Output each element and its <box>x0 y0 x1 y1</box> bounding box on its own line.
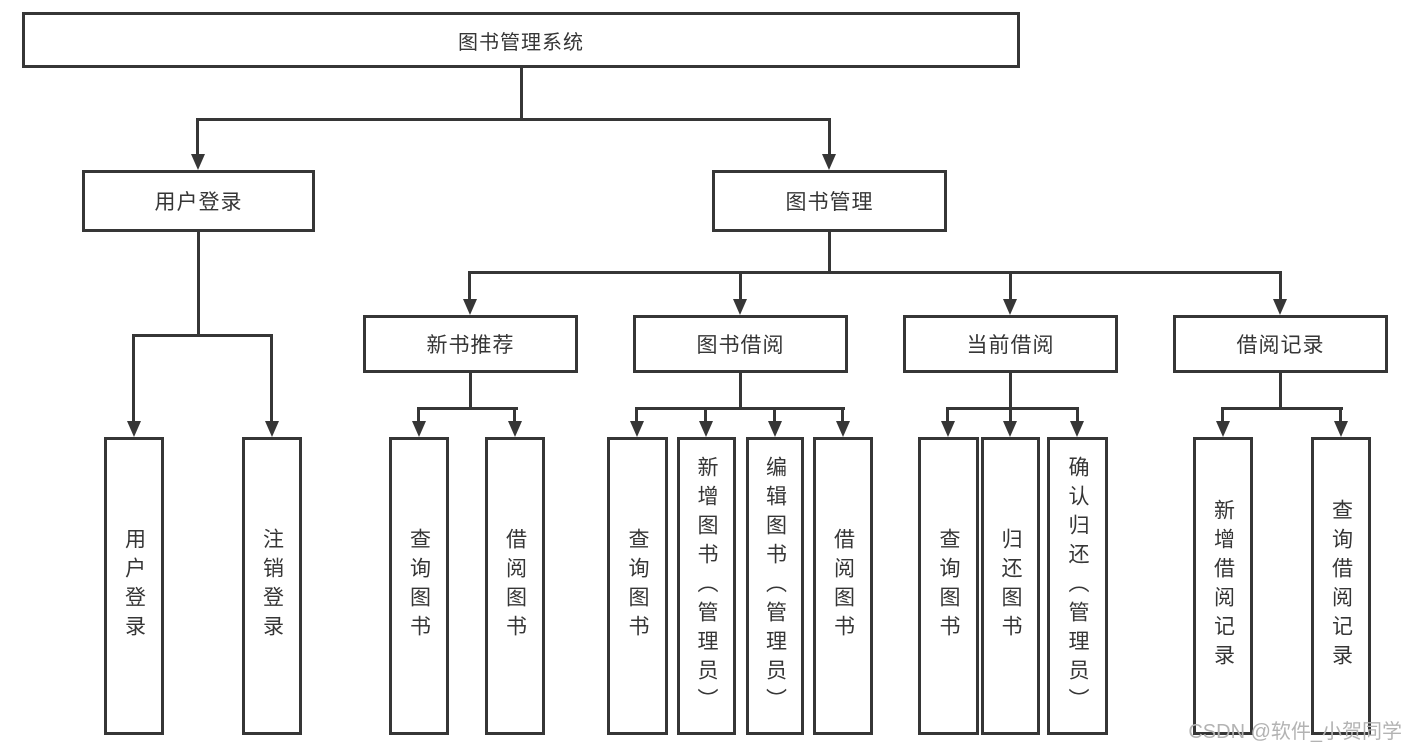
node-label: 借阅图书 <box>503 528 527 644</box>
connector-line <box>1009 271 1012 302</box>
arrow-down-icon <box>412 421 426 437</box>
node-label: 当前借阅 <box>966 334 1055 357</box>
node-label: 借阅图书 <box>831 528 855 644</box>
node-new-book-recommendation: 新书推荐 <box>363 315 578 373</box>
node-leaf-query-books-current: 查询图书 <box>918 437 979 735</box>
node-label: 查询图书 <box>937 528 960 644</box>
arrow-down-icon <box>768 421 782 437</box>
connector-line <box>773 407 776 422</box>
arrow-down-icon <box>630 421 644 437</box>
arrow-down-icon <box>463 299 477 315</box>
node-leaf-borrow-books-recommend: 借阅图书 <box>485 437 545 735</box>
arrow-down-icon <box>127 421 141 437</box>
connector-line <box>1221 407 1224 422</box>
arrow-down-icon <box>1334 421 1348 437</box>
connector-line <box>1076 407 1079 422</box>
node-book-management: 图书管理 <box>712 170 947 232</box>
node-label: 用户登录 <box>154 191 243 214</box>
connector-line <box>739 371 742 409</box>
connector-line <box>197 230 200 337</box>
connector-line <box>468 271 471 302</box>
node-leaf-add-book-admin: 新增图书（管理员） <box>677 437 736 735</box>
connector-line <box>635 407 638 422</box>
node-leaf-add-borrow-record: 新增借阅记录 <box>1193 437 1253 735</box>
node-book-borrowing: 图书借阅 <box>633 315 848 373</box>
node-label: 查询图书 <box>626 528 649 644</box>
connector-line <box>1279 271 1282 302</box>
connector-line <box>132 334 135 424</box>
arrow-down-icon <box>1273 299 1287 315</box>
node-leaf-query-books-borrow: 查询图书 <box>607 437 668 735</box>
arrow-down-icon <box>733 299 747 315</box>
node-user-login: 用户登录 <box>82 170 315 232</box>
node-label: 新增图书（管理员） <box>695 455 718 717</box>
node-leaf-user-login: 用户登录 <box>104 437 164 735</box>
connector-line <box>1279 371 1282 409</box>
connector-line <box>196 118 199 158</box>
node-leaf-confirm-return-admin: 确认归还（管理员） <box>1047 437 1108 735</box>
connector-line <box>196 118 831 121</box>
arrow-down-icon <box>1003 421 1017 437</box>
node-label: 用户登录 <box>122 528 146 644</box>
node-label: 确认归还（管理员） <box>1066 455 1089 717</box>
connector-line <box>1339 407 1342 422</box>
connector-line <box>520 66 523 120</box>
arrow-down-icon <box>1216 421 1230 437</box>
arrow-down-icon <box>1003 299 1017 315</box>
connector-line <box>1221 407 1343 410</box>
node-label: 新增借阅记录 <box>1211 499 1235 673</box>
node-label: 归还图书 <box>999 528 1022 644</box>
csdn-watermark: CSDN @软件_小贺同学 <box>1188 721 1402 743</box>
connector-line <box>417 407 420 422</box>
node-leaf-edit-book-admin: 编辑图书（管理员） <box>746 437 804 735</box>
node-label: 借阅记录 <box>1236 334 1325 357</box>
connector-line <box>704 407 707 422</box>
connector-line <box>841 407 844 422</box>
connector-line <box>635 407 845 410</box>
connector-line <box>132 334 273 337</box>
connector-line <box>417 407 518 410</box>
node-leaf-borrow-books-borrow: 借阅图书 <box>813 437 873 735</box>
node-library-management-system: 图书管理系统 <box>22 12 1020 68</box>
connector-line <box>946 407 949 422</box>
connector-line <box>739 271 742 302</box>
arrow-down-icon <box>508 421 522 437</box>
arrow-down-icon <box>699 421 713 437</box>
node-label: 图书管理系统 <box>458 31 584 54</box>
arrow-down-icon <box>191 154 205 170</box>
arrow-down-icon <box>836 421 850 437</box>
connector-line <box>468 271 1282 274</box>
arrow-down-icon <box>1070 421 1084 437</box>
connector-line <box>270 334 273 424</box>
node-label: 查询借阅记录 <box>1329 499 1353 673</box>
node-leaf-return-books: 归还图书 <box>981 437 1040 735</box>
node-leaf-query-books-recommend: 查询图书 <box>389 437 449 735</box>
connector-line <box>828 230 831 274</box>
connector-line <box>1009 407 1012 422</box>
connector-line <box>828 118 831 158</box>
connector-line <box>513 407 516 422</box>
node-label: 新书推荐 <box>426 334 515 357</box>
arrow-down-icon <box>822 154 836 170</box>
node-label: 查询图书 <box>407 528 431 644</box>
node-current-borrowing: 当前借阅 <box>903 315 1118 373</box>
node-label: 图书借阅 <box>696 334 785 357</box>
connector-line <box>1009 371 1012 409</box>
connector-line <box>469 371 472 409</box>
node-label: 注销登录 <box>260 528 284 644</box>
arrow-down-icon <box>265 421 279 437</box>
node-label: 编辑图书（管理员） <box>763 455 787 717</box>
connector-line <box>946 407 1079 410</box>
node-label: 图书管理 <box>785 191 874 214</box>
node-leaf-query-borrow-record: 查询借阅记录 <box>1311 437 1371 735</box>
node-borrowing-records: 借阅记录 <box>1173 315 1388 373</box>
node-leaf-logout: 注销登录 <box>242 437 302 735</box>
arrow-down-icon <box>941 421 955 437</box>
